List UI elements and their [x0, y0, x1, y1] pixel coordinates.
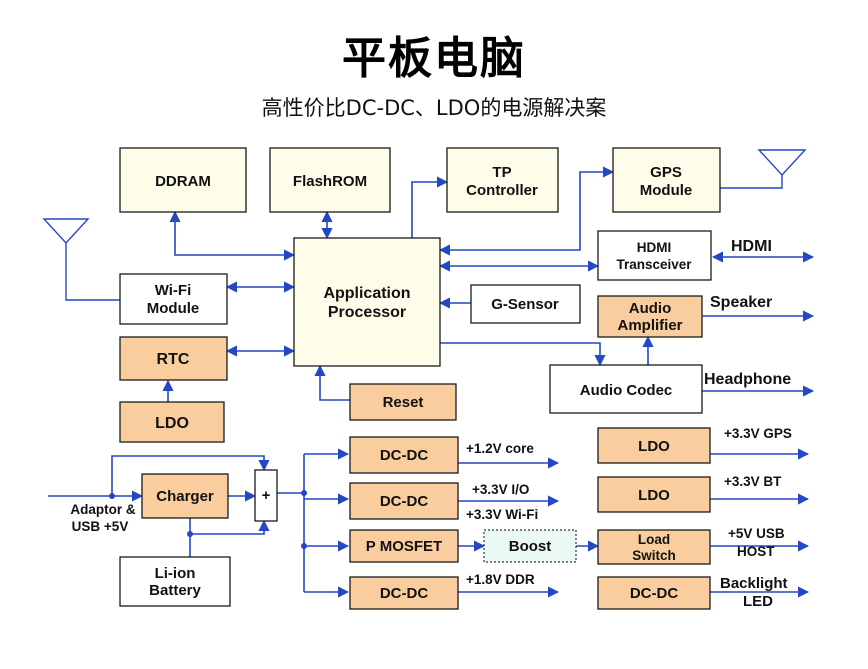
backlight-label-line2: LED — [743, 593, 773, 610]
page-title: 平板电脑 — [342, 33, 526, 84]
battery-label-line2: Battery — [149, 582, 201, 599]
block-dcdc-backlight: DC-DC — [597, 576, 711, 610]
ldo-rtc-label: LDO — [155, 415, 189, 432]
connections — [48, 166, 815, 598]
load-label-line1: Load — [638, 532, 670, 547]
usb-label-line1: +5V USB — [728, 526, 785, 541]
hdmi-label-line2: Transceiver — [616, 257, 692, 272]
amp-label-line1: Audio — [629, 300, 672, 317]
wifi-label-line1: Wi-Fi — [155, 282, 192, 299]
block-hdmi-transceiver: HDMI Transceiver — [597, 230, 712, 281]
flashrom-label: FlashROM — [293, 173, 367, 190]
block-load-switch: Load Switch — [597, 529, 711, 565]
dcdc-core-label: DC-DC — [380, 447, 428, 464]
block-wifi-module: Wi-Fi Module — [119, 273, 228, 325]
ldo-gps-label: LDO — [638, 438, 670, 455]
block-gps-module: GPS Module — [612, 147, 721, 213]
block-boost: Boost — [483, 529, 577, 563]
ap-label-line1: Application — [323, 285, 410, 302]
gps-rail-label: +3.3V GPS — [724, 426, 792, 441]
wifi-label-line2: Module — [147, 300, 200, 317]
block-reset: Reset — [349, 383, 457, 421]
dcdc-io-label: DC-DC — [380, 493, 428, 510]
plus-label: + — [262, 487, 271, 504]
reset-label: Reset — [383, 394, 424, 411]
block-charger: Charger — [141, 473, 229, 519]
usb-label-line2: HOST — [737, 544, 775, 559]
gsensor-label: G-Sensor — [491, 296, 559, 313]
block-ldo-gps: LDO — [597, 427, 711, 464]
hdmi-out-label: HDMI — [731, 238, 772, 255]
core-rail-label: +1.2V core — [466, 441, 534, 456]
block-dcdc-io: DC-DC — [349, 482, 459, 520]
block-tp-controller: TP Controller — [446, 147, 559, 213]
dcdc-bl-label: DC-DC — [630, 585, 678, 602]
boost-label: Boost — [509, 538, 552, 555]
gps-label-line2: Module — [640, 182, 693, 199]
block-dcdc-ddr: DC-DC — [349, 576, 459, 610]
headphone-label: Headphone — [704, 371, 791, 388]
block-audio-codec: Audio Codec — [549, 364, 703, 414]
block-dcdc-core: DC-DC — [349, 436, 459, 474]
block-g-sensor: G-Sensor — [470, 284, 581, 324]
rtc-label: RTC — [157, 351, 190, 368]
wifi-rail-label: +3.3V Wi-Fi — [466, 507, 538, 522]
tp-label-line2: Controller — [466, 182, 538, 199]
dcdc-ddr-label: DC-DC — [380, 585, 428, 602]
ddram-label: DDRAM — [155, 173, 211, 190]
block-application-processor: Application Processor — [293, 237, 441, 367]
ddr-rail-label: +1.8V DDR — [466, 572, 535, 587]
amp-label-line2: Amplifier — [617, 317, 682, 334]
load-label-line2: Switch — [632, 548, 676, 563]
io-rail-label: +3.3V I/O — [472, 482, 529, 497]
block-ldo-bt: LDO — [597, 476, 711, 513]
ap-label-line2: Processor — [328, 304, 406, 321]
adaptor-label-line2: USB +5V — [72, 519, 129, 534]
speaker-label: Speaker — [710, 294, 772, 311]
block-ldo-rtc: LDO — [119, 401, 225, 443]
block-li-ion-battery: Li-ion Battery — [119, 556, 231, 607]
charger-label: Charger — [156, 488, 214, 505]
ldo-bt-label: LDO — [638, 487, 670, 504]
bt-rail-label: +3.3V BT — [724, 474, 782, 489]
block-ddram: DDRAM — [119, 147, 247, 213]
pmosfet-label: P MOSFET — [366, 538, 442, 555]
page-subtitle: 高性价比DC-DC、LDO的电源解决案 — [261, 96, 607, 120]
adaptor-label-line1: Adaptor & — [70, 502, 135, 517]
block-plus-junction: + — [254, 469, 278, 522]
block-rtc: RTC — [119, 336, 228, 381]
block-p-mosfet: P MOSFET — [349, 529, 459, 563]
hdmi-label-line1: HDMI — [637, 240, 672, 255]
audio-codec-label: Audio Codec — [580, 382, 673, 399]
wifi-antenna-icon — [42, 218, 120, 301]
backlight-label-line1: Backlight — [720, 575, 788, 592]
gps-label-line1: GPS — [650, 164, 682, 181]
block-flashrom: FlashROM — [269, 147, 391, 213]
block-audio-amplifier: Audio Amplifier — [597, 295, 703, 338]
gps-antenna-icon — [720, 149, 807, 189]
tp-label-line1: TP — [492, 164, 511, 181]
battery-label-line1: Li-ion — [155, 565, 196, 582]
